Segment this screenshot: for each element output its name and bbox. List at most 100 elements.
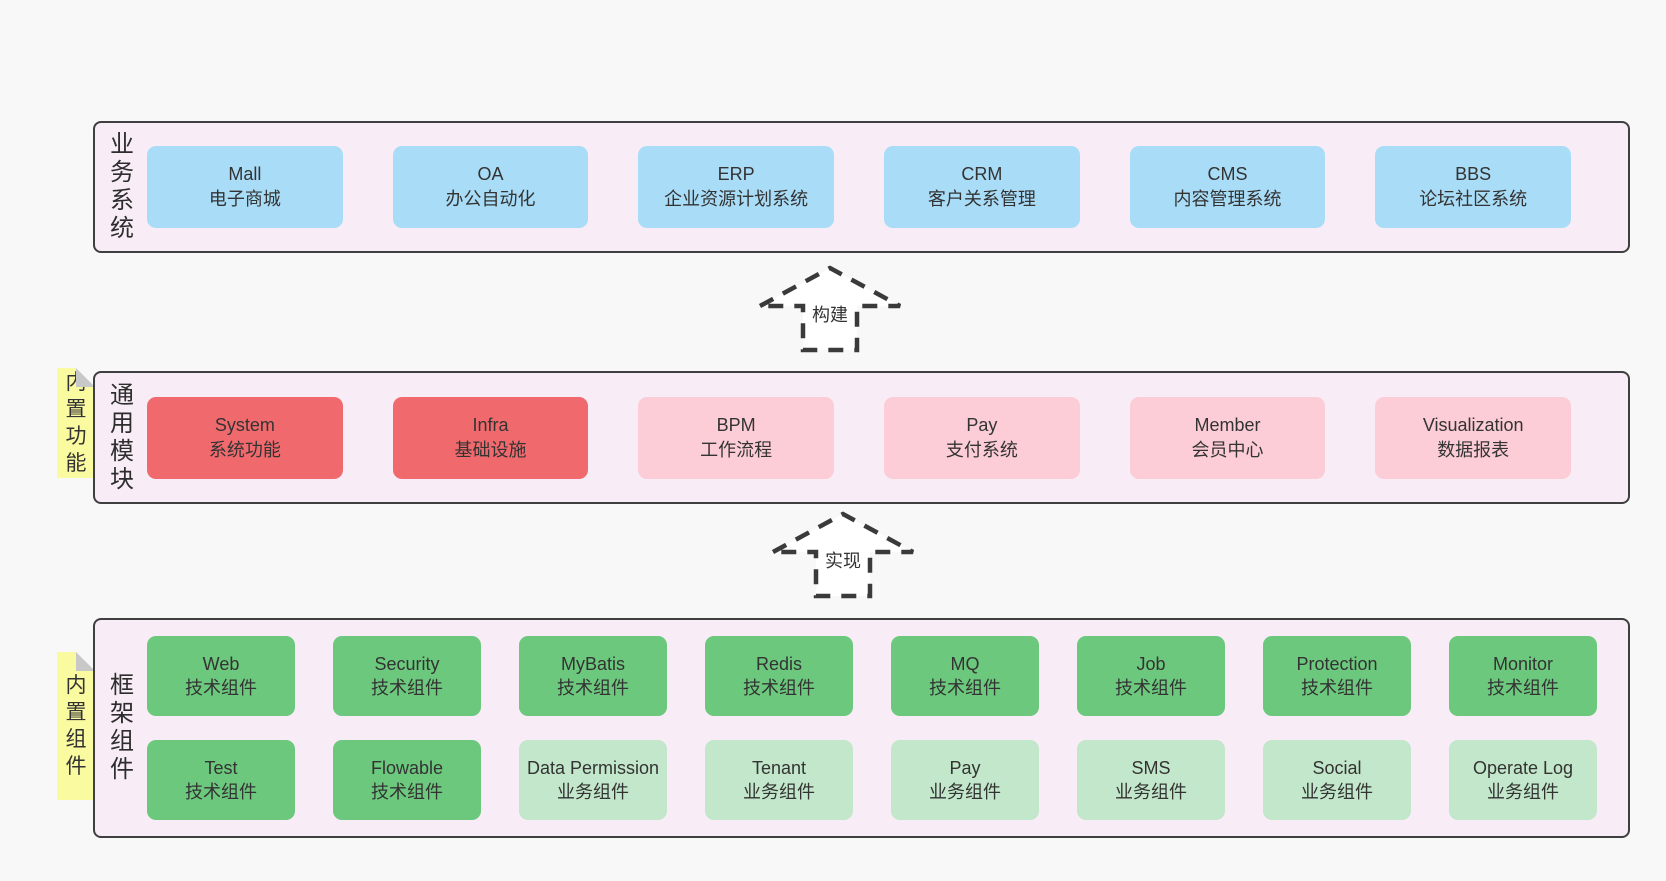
box-title: BBS bbox=[1455, 164, 1492, 184]
box-subtitle: 系统功能 bbox=[208, 439, 281, 460]
web-box: Web 技术组件 bbox=[147, 636, 295, 716]
data-permission-box: Data Permission 业务组件 bbox=[519, 740, 667, 820]
box-title: MyBatis bbox=[560, 654, 625, 674]
operate-log-box: Operate Log 业务组件 bbox=[1449, 740, 1597, 820]
box-title: Operate Log bbox=[1472, 758, 1574, 778]
sticky-note-builtin-features: 内置功能 bbox=[57, 368, 95, 478]
security-box: Security 技术组件 bbox=[333, 636, 481, 716]
sms-box: SMS 业务组件 bbox=[1077, 740, 1225, 820]
box-subtitle: 技术组件 bbox=[1487, 678, 1559, 698]
box-title: Redis bbox=[755, 654, 803, 674]
box-title: Monitor bbox=[1492, 654, 1554, 674]
box-subtitle: 会员中心 bbox=[1191, 439, 1264, 460]
box-subtitle: 企业资源计划系统 bbox=[664, 189, 809, 209]
box-subtitle: 业务组件 bbox=[1301, 782, 1373, 802]
box-title: Social bbox=[1312, 758, 1362, 778]
box-subtitle: 技术组件 bbox=[743, 678, 815, 698]
cms-box: CMS 内容管理系统 bbox=[1129, 146, 1326, 228]
panel-title: 通用模块 bbox=[110, 381, 134, 493]
oa-box: OA 办公自动化 bbox=[392, 146, 589, 228]
member-box: Member 会员中心 bbox=[1129, 396, 1326, 479]
sticky-note-builtin-components: 内置组件 bbox=[57, 652, 95, 800]
box-title: CRM bbox=[961, 164, 1003, 184]
box-title: CMS bbox=[1207, 164, 1248, 184]
box-subtitle: 业务组件 bbox=[1487, 782, 1559, 802]
box-subtitle: 业务组件 bbox=[557, 782, 629, 802]
box-subtitle: 技术组件 bbox=[1115, 678, 1187, 698]
bbs-box: BBS 论坛社区系统 bbox=[1375, 146, 1572, 228]
box-title: Infra bbox=[472, 414, 509, 435]
box-subtitle: 业务组件 bbox=[1115, 782, 1187, 802]
box-title: Job bbox=[1136, 654, 1166, 674]
bpm-box: BPM 工作流程 bbox=[638, 396, 835, 479]
box-subtitle: 电子商城 bbox=[208, 189, 281, 209]
job-box: Job 技术组件 bbox=[1077, 636, 1225, 716]
panel-title: 框架组件 bbox=[110, 672, 134, 783]
box-title: Data Permission bbox=[526, 758, 660, 778]
box-title: Mall bbox=[228, 164, 262, 184]
box-title: Pay bbox=[966, 414, 998, 435]
box-title: ERP bbox=[717, 164, 755, 184]
test-box: Test 技术组件 bbox=[147, 740, 295, 820]
panel-title: 业务系统 bbox=[110, 131, 134, 242]
implement-arrow-label: 实现 bbox=[822, 546, 864, 574]
box-title: BPM bbox=[716, 414, 756, 435]
infra-box: Infra 基础设施 bbox=[392, 396, 589, 479]
common-modules-row: System 系统功能 Infra 基础设施 BPM 工作流程 Pay 支付系统 bbox=[147, 396, 1572, 479]
box-title: Test bbox=[204, 758, 238, 778]
box-subtitle: 内容管理系统 bbox=[1173, 189, 1282, 209]
box-subtitle: 论坛社区系统 bbox=[1419, 189, 1528, 209]
box-subtitle: 客户关系管理 bbox=[927, 189, 1036, 209]
erp-box: ERP 企业资源计划系统 bbox=[638, 146, 835, 228]
tenant-box: Tenant 业务组件 bbox=[705, 740, 853, 820]
box-title: Tenant bbox=[751, 758, 807, 778]
box-title: Flowable bbox=[370, 758, 444, 778]
mall-box: Mall 电子商城 bbox=[147, 146, 343, 228]
box-title: SMS bbox=[1131, 758, 1171, 778]
box-subtitle: 数据报表 bbox=[1437, 439, 1510, 460]
box-subtitle: 工作流程 bbox=[700, 439, 773, 460]
box-subtitle: 业务组件 bbox=[743, 782, 815, 802]
common-modules-panel: 通用模块 System 系统功能 Infra 基础设施 BPM 工作流程 bbox=[93, 371, 1630, 504]
box-title: Member bbox=[1194, 414, 1261, 435]
box-subtitle: 支付系统 bbox=[945, 439, 1018, 460]
box-subtitle: 办公自动化 bbox=[445, 189, 536, 209]
social-box: Social 业务组件 bbox=[1263, 740, 1411, 820]
box-subtitle: 技术组件 bbox=[185, 678, 257, 698]
framework-components-panel: 框架组件 Web 技术组件 Security 技术组件 MyBatis 技术组件 bbox=[93, 618, 1630, 838]
framework-components-row-2: Test 技术组件 Flowable 技术组件 Data Permission … bbox=[147, 740, 1597, 820]
mq-box: MQ 技术组件 bbox=[891, 636, 1039, 716]
box-title: System bbox=[214, 414, 275, 435]
framework-components-row-1: Web 技术组件 Security 技术组件 MyBatis 技术组件 Redi… bbox=[147, 636, 1597, 716]
box-subtitle: 技术组件 bbox=[371, 782, 443, 802]
protection-box: Protection 技术组件 bbox=[1263, 636, 1411, 716]
box-subtitle: 基础设施 bbox=[454, 439, 527, 460]
box-subtitle: 技术组件 bbox=[1301, 678, 1373, 698]
flowable-box: Flowable 技术组件 bbox=[333, 740, 481, 820]
mybatis-box: MyBatis 技术组件 bbox=[519, 636, 667, 716]
visualization-box: Visualization 数据报表 bbox=[1375, 396, 1572, 479]
box-title: Security bbox=[374, 654, 440, 674]
box-title: Pay bbox=[949, 758, 981, 778]
pay-box: Pay 业务组件 bbox=[891, 740, 1039, 820]
business-systems-panel: 业务系统 Mall 电子商城 OA 办公自动化 ERP 企业资源计划系统 bbox=[93, 121, 1630, 253]
sticky-note-label: 内置组件 bbox=[65, 674, 87, 778]
box-subtitle: 业务组件 bbox=[929, 782, 1001, 802]
box-subtitle: 技术组件 bbox=[185, 782, 257, 802]
box-title: OA bbox=[477, 164, 504, 184]
box-title: Protection bbox=[1296, 654, 1378, 674]
pay-box: Pay 支付系统 bbox=[884, 396, 1080, 479]
system-box: System 系统功能 bbox=[147, 396, 343, 479]
box-title: MQ bbox=[950, 654, 980, 674]
box-subtitle: 技术组件 bbox=[371, 678, 443, 698]
monitor-box: Monitor 技术组件 bbox=[1449, 636, 1597, 716]
box-subtitle: 技术组件 bbox=[929, 678, 1001, 698]
sticky-note-label: 内置功能 bbox=[65, 371, 87, 475]
crm-box: CRM 客户关系管理 bbox=[884, 146, 1080, 228]
box-title: Web bbox=[202, 654, 240, 674]
box-title: Visualization bbox=[1422, 414, 1524, 435]
build-arrow-label: 构建 bbox=[809, 300, 851, 328]
redis-box: Redis 技术组件 bbox=[705, 636, 853, 716]
business-systems-row: Mall 电子商城 OA 办公自动化 ERP 企业资源计划系统 CRM 客户关系… bbox=[147, 146, 1572, 228]
box-subtitle: 技术组件 bbox=[557, 678, 629, 698]
